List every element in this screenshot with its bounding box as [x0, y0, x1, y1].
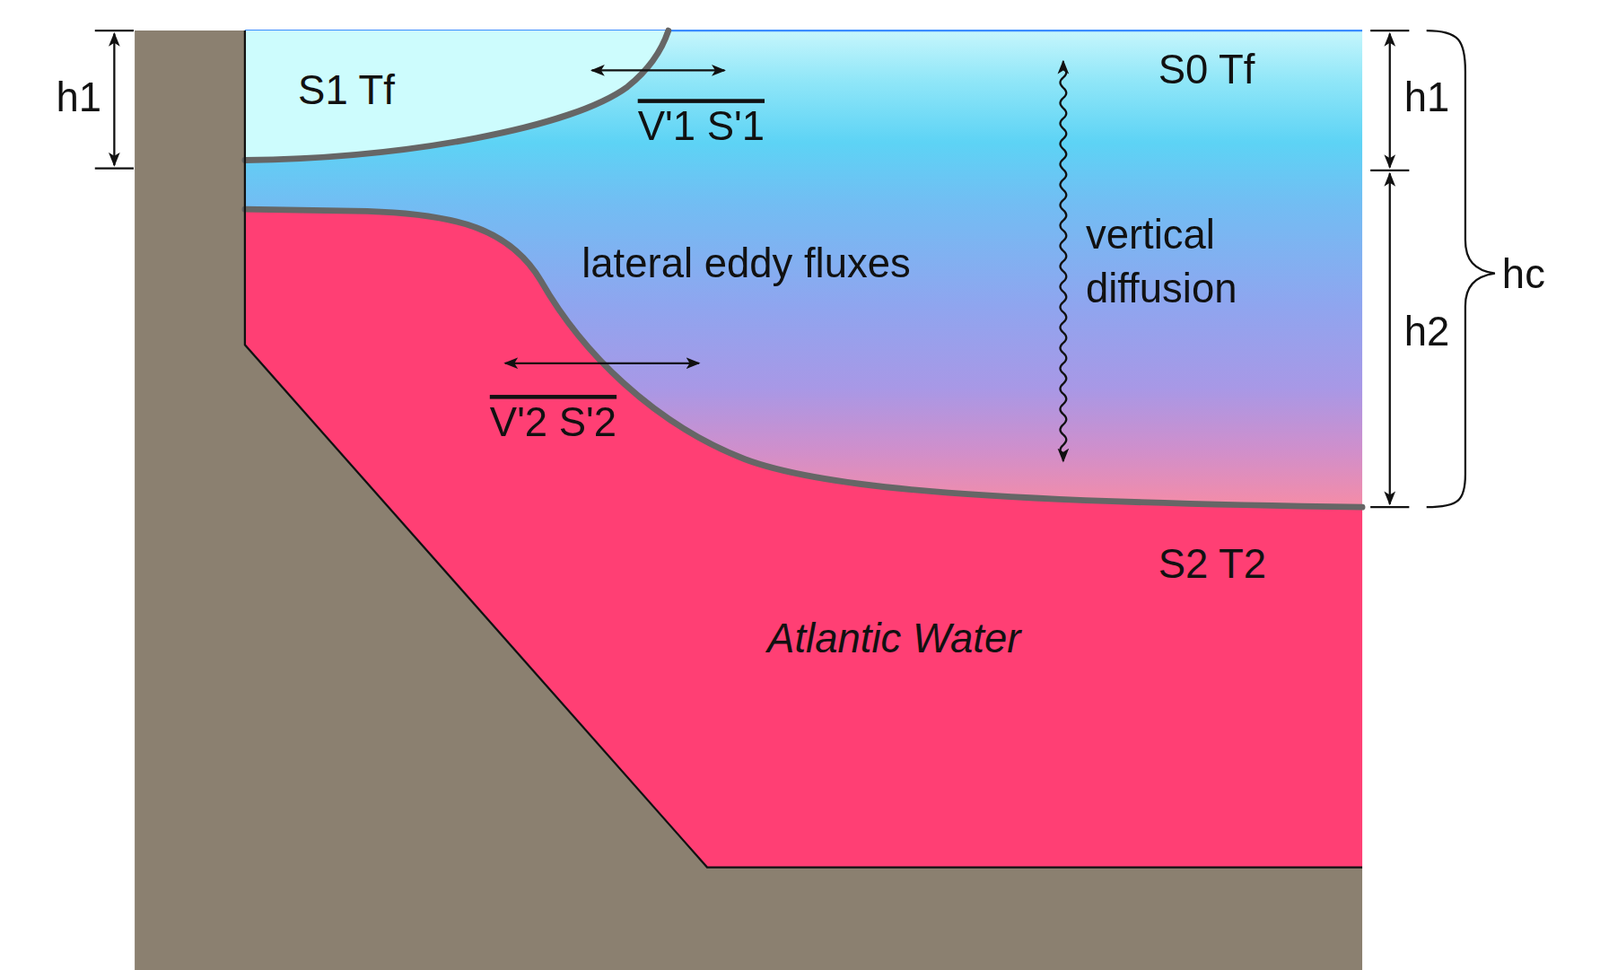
- shelf-water-lens: S1 Tf: [244, 30, 669, 166]
- eddy-flux-label: V'1 S'1: [638, 102, 765, 149]
- dimension-label: hc: [1502, 250, 1546, 298]
- tick: [1370, 29, 1409, 32]
- tick: [95, 29, 134, 32]
- region-fill: [244, 30, 669, 160]
- water-properties: S0 Tf: [1158, 45, 1256, 93]
- water-properties: S1 Tf: [297, 66, 395, 114]
- water-mass-name: Atlantic Water: [767, 614, 1021, 662]
- dimension-arrow: [113, 34, 115, 167]
- dimension-label: h1: [56, 73, 103, 121]
- water-properties: S2 T2: [1158, 540, 1268, 587]
- process-label: lateral eddy fluxes: [581, 239, 911, 287]
- dimension-arrow: [1389, 173, 1391, 504]
- flux-arrow: [592, 69, 726, 71]
- process-label: vertical diffusion: [1085, 208, 1305, 315]
- tick: [1370, 169, 1409, 172]
- dimension-arrow: [1389, 34, 1391, 168]
- tick: [1370, 506, 1409, 508]
- seafloor: [134, 30, 1363, 970]
- wavy-arrow: [1059, 61, 1067, 462]
- flux-arrow: [505, 362, 700, 365]
- eddy-flux-label: V'2 S'2: [489, 397, 617, 445]
- dimension-label: h1: [1404, 73, 1451, 121]
- dimension-label: h2: [1404, 307, 1451, 355]
- water-interface: [244, 30, 669, 160]
- tick: [95, 166, 134, 169]
- shelf-outline: [244, 30, 1363, 867]
